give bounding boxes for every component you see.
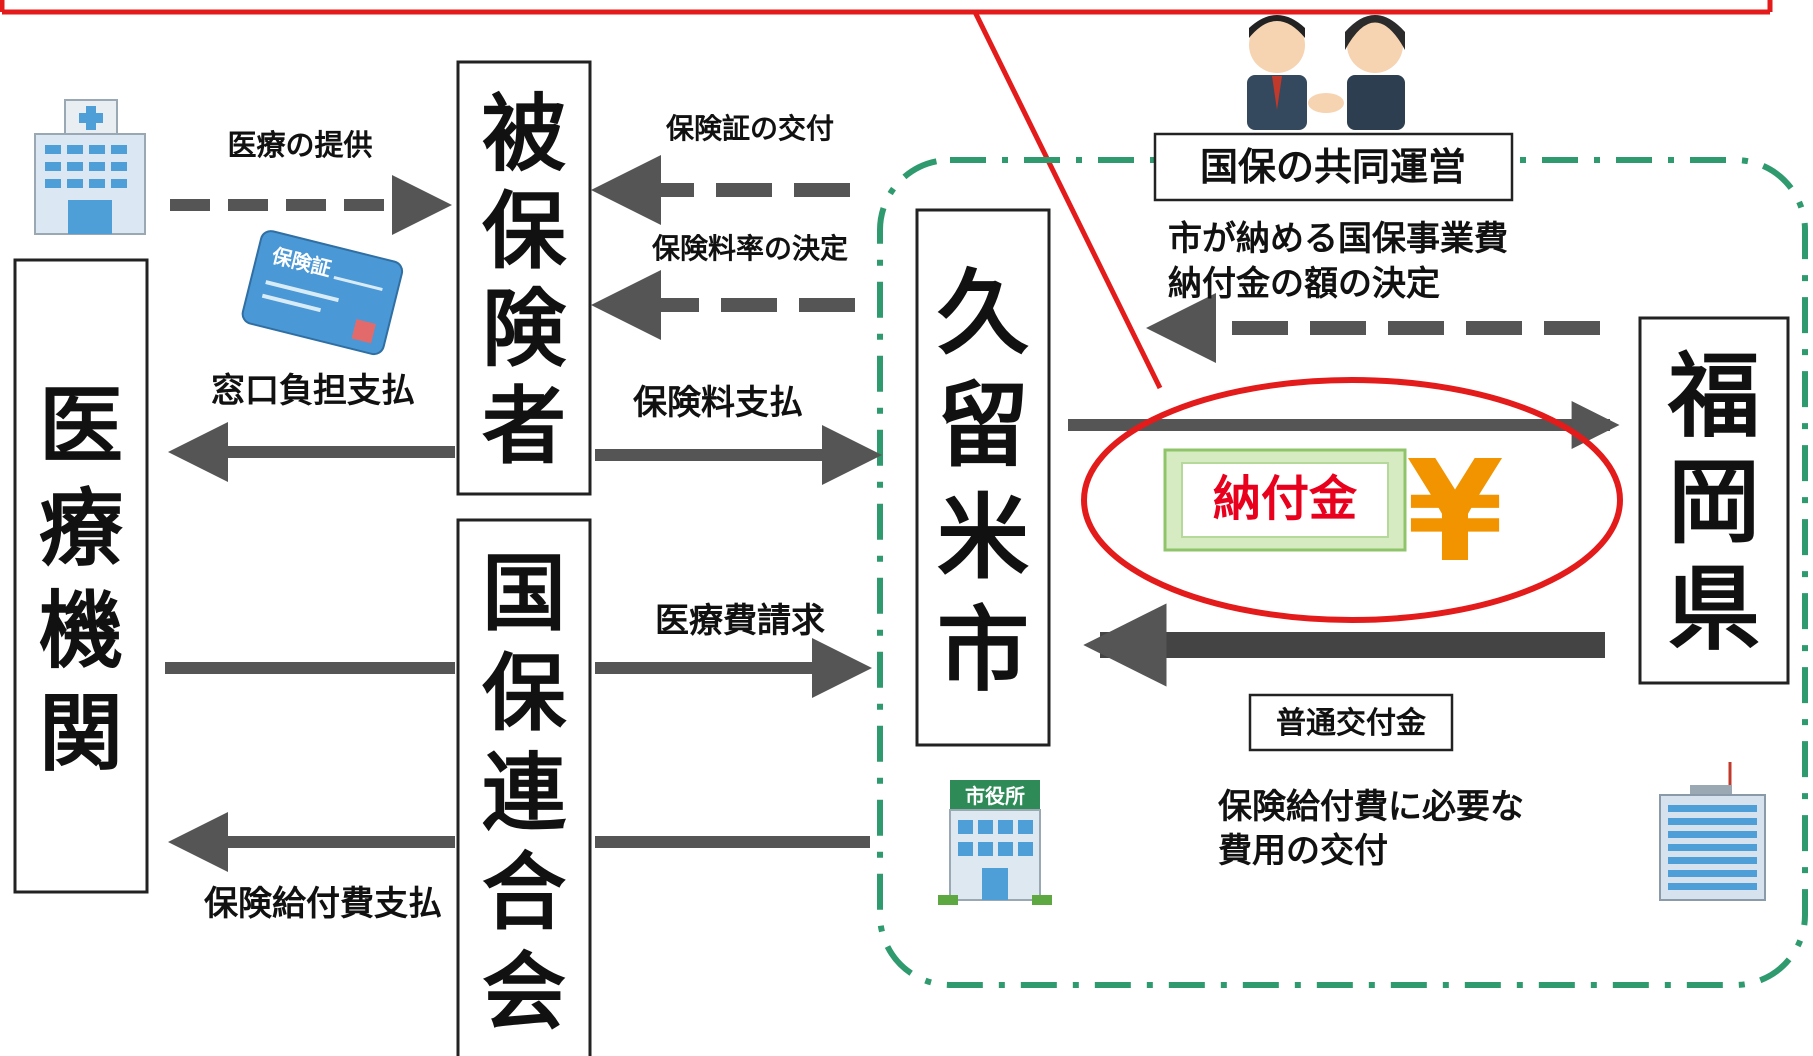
flow-labels: 医療の提供 保険証の交付 保険料率の決定 窓口負担支払 保険料支払 医療費請求 …: [204, 112, 1524, 924]
grant-label: 普通交付金: [1276, 706, 1427, 741]
handshake-people-icon: [1247, 15, 1405, 130]
kokuhoren-box: 国保連合会: [456, 518, 592, 1056]
label-decision-2: 納付金の額の決定: [1168, 264, 1440, 304]
joint-operation-box: 国保の共同運営: [1153, 132, 1514, 202]
label-provision: 医療の提供: [227, 128, 372, 162]
city-box: 久留米市: [915, 208, 1051, 747]
city-hall-sign: 市役所: [965, 784, 1025, 808]
label-rate-decision: 保険料率の決定: [652, 232, 848, 265]
city-hall-icon: 市役所: [938, 780, 1052, 905]
label-grant-desc-1: 保険給付費に必要な: [1218, 787, 1524, 827]
label-premium: 保険料支払: [633, 383, 803, 423]
label-claim: 医療費請求: [655, 601, 825, 641]
prefecture-box: 福岡県: [1638, 316, 1790, 685]
joint-operation-label: 国保の共同運営: [1200, 145, 1466, 189]
arrows: [165, 155, 1620, 872]
prefectural-office-icon: [1659, 762, 1766, 901]
yen-icon: ¥: [1406, 431, 1503, 594]
nofukin-label: 納付金: [1213, 471, 1358, 527]
grant-box: 普通交付金: [1248, 693, 1454, 752]
label-grant-desc-2: 費用の交付: [1218, 831, 1388, 871]
city-label: 久留米市: [937, 260, 1029, 704]
label-copay: 窓口負担支払: [211, 371, 415, 411]
medical-institution-label: 医療機関: [39, 377, 123, 782]
label-card-issue: 保険証の交付: [666, 112, 834, 145]
medical-institution-box: 医療機関: [13, 258, 149, 894]
nofukin-highlight: 納付金 ¥: [1081, 377, 1623, 623]
kokuhoren-label: 国保連合会: [482, 545, 567, 1041]
insured-label: 被保険者: [482, 85, 567, 476]
label-decision-1: 市が納める国保事業費: [1168, 219, 1508, 259]
label-benefit-pay: 保険給付費支払: [204, 884, 442, 924]
prefecture-label: 福岡県: [1667, 343, 1760, 663]
insurance-card-icon: 保険証: [241, 230, 404, 356]
insured-box: 被保険者: [456, 60, 592, 496]
hospital-icon: [34, 99, 146, 235]
red-highlight-frame: [0, 0, 1773, 390]
